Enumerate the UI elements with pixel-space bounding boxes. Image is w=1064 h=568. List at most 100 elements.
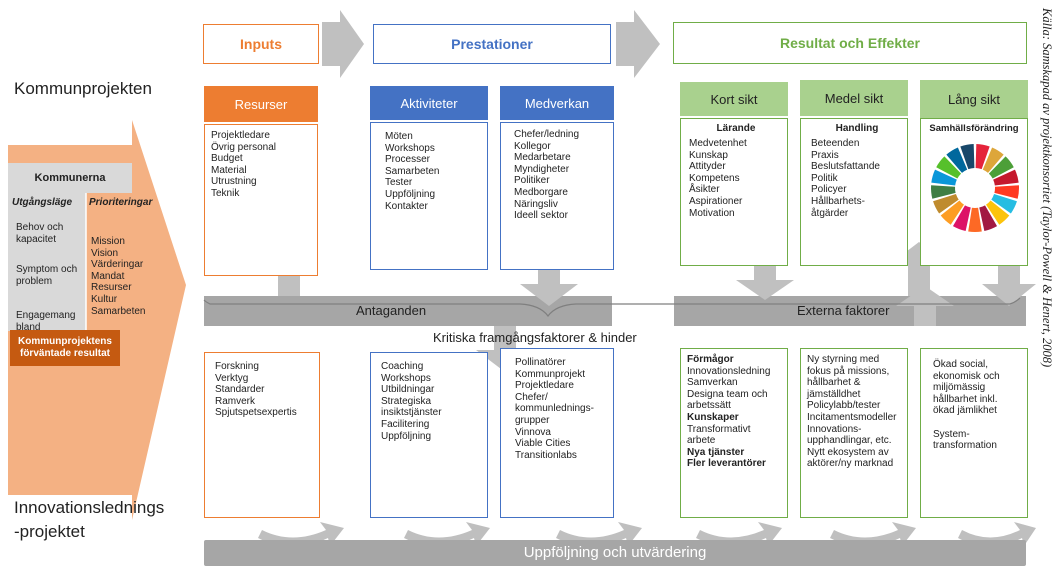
utgangslage-list: Behov och kapacitet Symptom och problem … bbox=[16, 222, 82, 345]
lower-item: kommunlednings- bbox=[515, 403, 594, 415]
lower-item: jämställdhet bbox=[807, 388, 861, 400]
lower-item: grupper bbox=[515, 414, 550, 426]
uppfoljning-label: Uppföljning och utvärdering bbox=[523, 544, 707, 561]
lower-item: Transformativt bbox=[687, 423, 751, 435]
lower-item: Vinnova bbox=[515, 426, 551, 438]
head-medverkan: Medverkan bbox=[500, 86, 614, 120]
lower-item: arbetssätt bbox=[687, 400, 731, 412]
uppfoljning-bar bbox=[204, 540, 1026, 566]
source-note: Källa: Samskapad av projektkonsortiet (T… bbox=[1040, 8, 1054, 368]
utgangslage-item: Symptom och problem bbox=[16, 264, 78, 287]
box-lang-sikt: Samhällsförändring bbox=[920, 118, 1028, 266]
kort-sikt-item: Kompetens bbox=[689, 172, 740, 184]
lower-box-2: Coaching Workshops Utbildningar Strategi… bbox=[370, 352, 488, 518]
utgangslage-item: Behov och kapacitet bbox=[16, 222, 64, 245]
sdg-segment bbox=[994, 185, 1019, 199]
head-kort-sikt: Kort sikt bbox=[680, 82, 788, 116]
lower-item: Projektledare bbox=[515, 380, 574, 392]
sdg-segment bbox=[946, 147, 968, 173]
medel-sikt-item: åtgärder bbox=[811, 207, 849, 219]
forvantade-resultat-label: Kommunprojektens förväntade resultat bbox=[18, 336, 112, 359]
header-inputs: Inputs bbox=[203, 24, 319, 64]
box-aktiviteter: Möten Workshops Processer Samarbeten Tes… bbox=[370, 122, 488, 270]
kort-sikt-item: Kunskap bbox=[689, 149, 728, 161]
kort-sikt-subtitle: Lärande bbox=[716, 123, 756, 134]
lower-item: transformation bbox=[933, 440, 997, 452]
lower-item: Nya tjänster bbox=[687, 446, 745, 458]
lower-item: Workshops bbox=[381, 372, 431, 384]
resurser-item: Material bbox=[211, 164, 247, 176]
lower-item: Kunskaper bbox=[687, 411, 739, 423]
resurser-item: Övrig personal bbox=[211, 141, 277, 153]
head-lang-sikt: Lång sikt bbox=[920, 80, 1028, 118]
aktiviteter-item: Kontakter bbox=[385, 200, 428, 212]
aktiviteter-item: Uppföljning bbox=[385, 188, 436, 200]
lower-item: Strategiska bbox=[381, 395, 432, 407]
head-aktiviteter: Aktiviteter bbox=[370, 86, 488, 120]
lower-item: Ökad social, bbox=[933, 359, 989, 370]
lower-item: Facilitering bbox=[381, 418, 430, 430]
lower-box-4: Förmågor Innovationsledning Samverkan De… bbox=[680, 348, 788, 518]
lower-box-1: Forskning Verktyg Standarder Ramverk Spj… bbox=[204, 352, 320, 518]
medverkan-item: Ideell sektor bbox=[514, 210, 568, 222]
aktiviteter-item: Tester bbox=[385, 177, 413, 189]
innovationsledning-line1: Innovationslednings bbox=[14, 498, 165, 517]
kort-sikt-item: Motivation bbox=[689, 207, 735, 219]
lower-item: Förmågor bbox=[687, 354, 734, 365]
prioritering-item: Värderingar bbox=[91, 259, 144, 271]
lower-item: Coaching bbox=[381, 361, 424, 372]
medel-sikt-item: Beslutsfattande bbox=[811, 161, 880, 173]
lower-item: Forskning bbox=[215, 361, 259, 372]
lower-item: Viable Cities bbox=[515, 438, 571, 450]
header-resultat: Resultat och Effekter bbox=[673, 22, 1027, 64]
innovationsledning-line2: -projektet bbox=[14, 522, 85, 541]
sdg-segment bbox=[931, 169, 957, 186]
sdg-segment bbox=[975, 144, 990, 170]
sdg-segment bbox=[982, 147, 1004, 173]
brace bbox=[203, 297, 1021, 318]
lower-item: Kommunprojekt bbox=[515, 368, 586, 380]
medverkan-item: Myndigheter bbox=[514, 163, 570, 175]
lower-item: upphandlingar, etc. bbox=[807, 435, 892, 447]
lang-sikt-subtitle: Samhällsförändring bbox=[929, 123, 1019, 134]
lower-item: insiktstjänster bbox=[381, 407, 442, 419]
lower-item: Samverkan bbox=[687, 377, 738, 389]
lower-item: ökad jämlikhet bbox=[933, 405, 997, 417]
externa-bar bbox=[674, 296, 1026, 326]
prioritering-item: Resurser bbox=[91, 282, 132, 294]
lower-item: Innovationsledning bbox=[687, 365, 771, 377]
prioritering-item: Samarbeten bbox=[91, 305, 146, 317]
box-kort-sikt: Lärande Medvetenhet Kunskap Attityder Ko… bbox=[680, 118, 788, 266]
medel-sikt-item: Policyer bbox=[811, 184, 847, 196]
kort-sikt-item: Åsikter bbox=[689, 184, 720, 196]
lower-item: Utbildningar bbox=[381, 384, 435, 396]
sdg-segment bbox=[968, 207, 982, 232]
lower-item: Ramverk bbox=[215, 395, 256, 407]
lower-item: Incitamentsmodeller bbox=[807, 411, 897, 423]
kritiska-label: Kritiska framgångsfaktorer & hinder bbox=[433, 330, 637, 345]
medel-sikt-subtitle: Handling bbox=[835, 123, 879, 134]
externa-label: Externa faktorer bbox=[797, 303, 890, 318]
sdg-segment bbox=[993, 169, 1019, 186]
lower-box-3: Pollinatörer Kommunprojekt Projektledare… bbox=[500, 348, 614, 518]
lower-item: System- bbox=[933, 428, 970, 440]
lower-box-5: Ny styrning med fokus på missions, hållb… bbox=[800, 348, 908, 518]
resurser-item: Utrustning bbox=[211, 176, 257, 188]
medverkan-item: Medborgare bbox=[514, 186, 568, 198]
arrow-prestationer-to-resultat bbox=[616, 10, 660, 78]
medverkan-item: Kollegor bbox=[514, 140, 551, 152]
medverkan-item: Medarbetare bbox=[514, 152, 571, 164]
aktiviteter-item: Processer bbox=[385, 154, 431, 166]
prioritering-item: Vision bbox=[91, 247, 119, 259]
box-resurser: Projektledare Övrig personal Budget Mate… bbox=[204, 124, 318, 276]
lower-item: Designa team och bbox=[687, 388, 768, 400]
lower-item bbox=[933, 417, 1021, 429]
prioritering-item: Mission bbox=[91, 236, 125, 247]
header-prestationer: Prestationer bbox=[373, 24, 611, 64]
lower-item: Standarder bbox=[215, 384, 265, 396]
lower-item: hållbarhet inkl. bbox=[933, 393, 998, 405]
lower-item: ekonomisk och bbox=[933, 370, 1000, 382]
sdg-segment bbox=[988, 156, 1014, 179]
box-medel-sikt: Handling Beteenden Praxis Beslutsfattand… bbox=[800, 118, 908, 266]
